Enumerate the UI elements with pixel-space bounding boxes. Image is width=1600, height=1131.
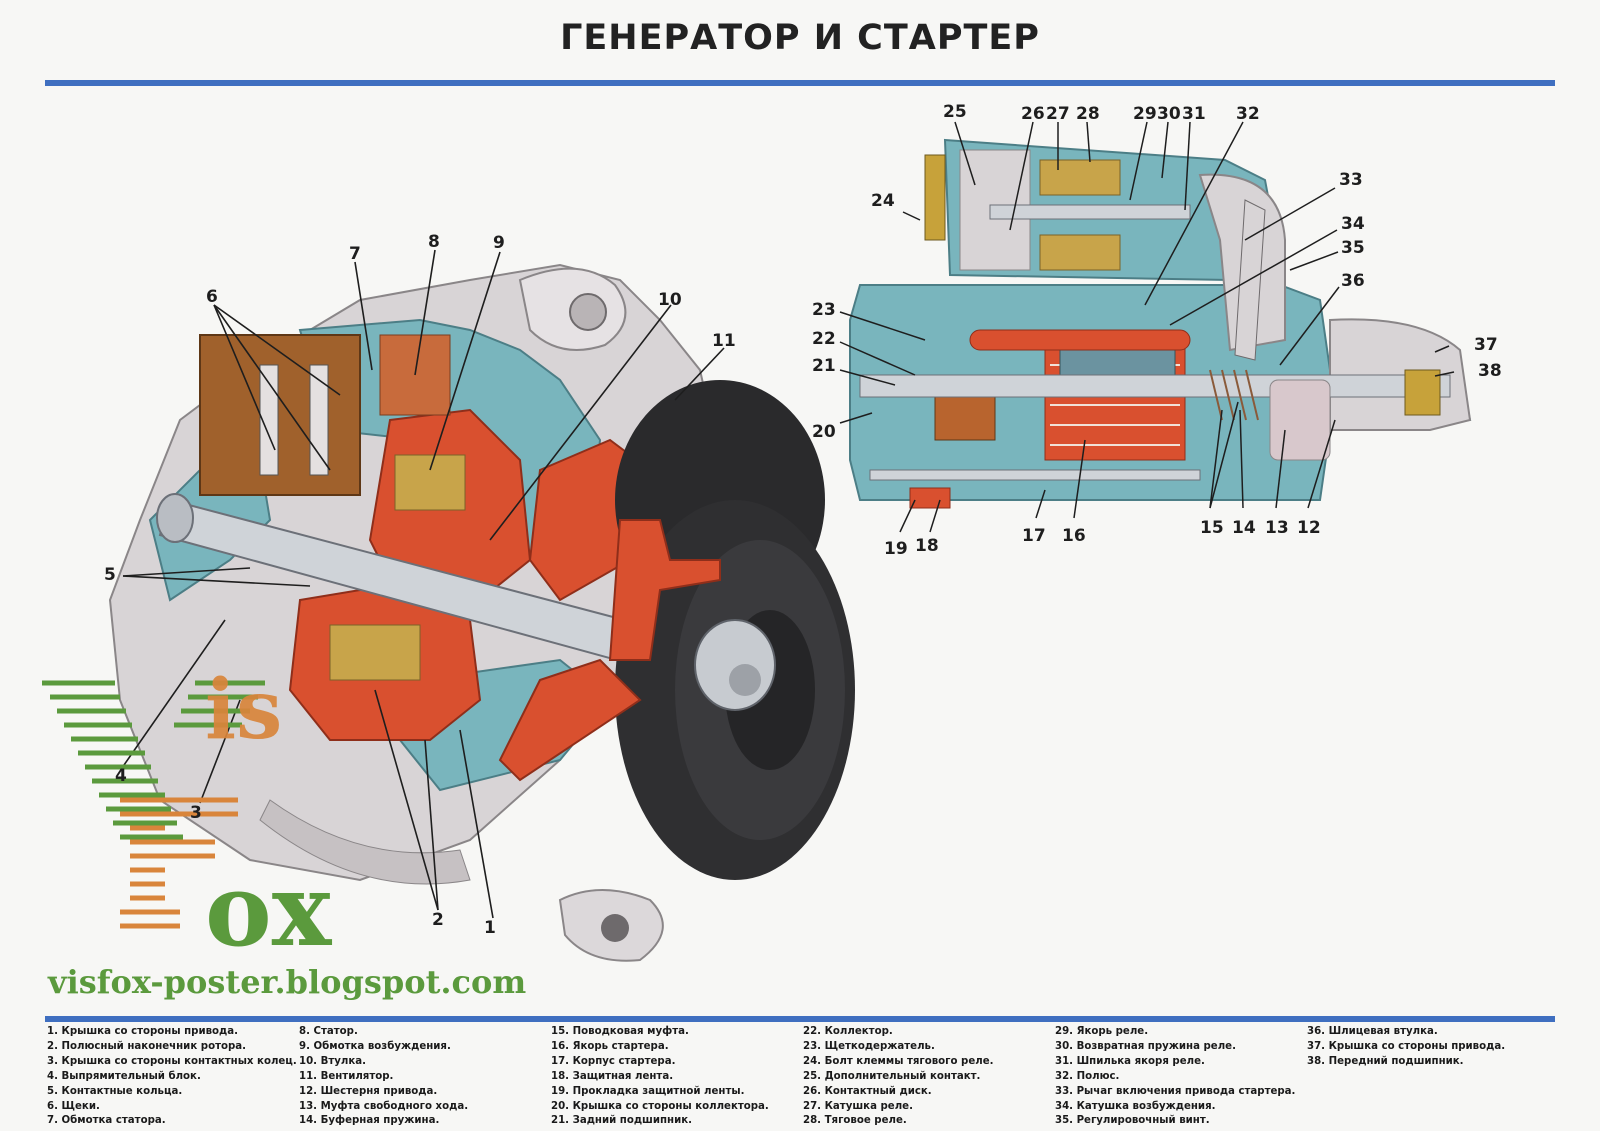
callout-30: 30 [1157, 104, 1181, 124]
callout-36: 36 [1341, 271, 1365, 291]
callout-3: 3 [190, 803, 202, 823]
watermark-logo: is ox [42, 662, 333, 969]
callout-8: 8 [428, 232, 440, 252]
legend-item: 37. Крышка со стороны привода. [1307, 1040, 1506, 1052]
legend-item: 9. Обмотка возбуждения. [299, 1040, 451, 1052]
callout-31: 31 [1182, 104, 1206, 124]
legend-item: 22. Коллектор. [803, 1026, 893, 1037]
callout-28: 28 [1076, 104, 1100, 124]
callout-38: 38 [1478, 361, 1502, 381]
legend-item: 33. Рычаг включения привода стартера. [1055, 1085, 1296, 1097]
legend-item: 8. Статор. [299, 1026, 358, 1037]
generator-illustration [108, 249, 855, 962]
callout-12: 12 [1297, 518, 1321, 538]
legend-item: 14. Буферная пружина. [299, 1115, 440, 1127]
legend-item: 31. Шпилька якоря реле. [1055, 1055, 1205, 1067]
legend-column: 15. Поводковая муфта. 16. Якорь стартера… [551, 1025, 801, 1129]
callout-33: 33 [1339, 170, 1363, 190]
legend-item: 32. Полюс. [1055, 1070, 1120, 1082]
svg-text:is: is [205, 662, 282, 758]
callout-17: 17 [1022, 526, 1046, 546]
legend-item: 25. Дополнительный контакт. [803, 1070, 981, 1082]
legend-item: 27. Катушка реле. [803, 1100, 913, 1112]
legend-item: 11. Вентилятор. [299, 1070, 394, 1082]
legend-item: 4. Выпрямительный блок. [47, 1070, 201, 1082]
legend-item: 13. Муфта свободного хода. [299, 1100, 469, 1112]
legend-item: 7. Обмотка статора. [47, 1115, 166, 1127]
legend-item: 1. Крышка со стороны привода. [47, 1026, 238, 1037]
legend-item: 26. Контактный диск. [803, 1085, 932, 1097]
callout-22: 22 [812, 329, 836, 349]
legend-column: 29. Якорь реле. 30. Возвратная пружина р… [1055, 1025, 1305, 1129]
callout-14: 14 [1232, 518, 1256, 538]
poster-title: ГЕНЕРАТОР И СТАРТЕР [560, 18, 1040, 58]
callout-20: 20 [812, 422, 836, 442]
legend-item: 6. Щеки. [47, 1100, 100, 1112]
legend-item: 20. Крышка со стороны коллектора. [551, 1100, 769, 1112]
legend-item: 16. Якорь стартера. [551, 1040, 669, 1052]
callout-19: 19 [884, 539, 908, 559]
legend-item: 24. Болт клеммы тягового реле. [803, 1055, 994, 1067]
svg-text:ox: ox [205, 851, 333, 969]
bottom-divider [45, 1016, 1555, 1022]
callout-16: 16 [1062, 526, 1086, 546]
callout-15: 15 [1200, 518, 1224, 538]
legend-column: 36. Шлицевая втулка. 37. Крышка со сторо… [1307, 1025, 1557, 1070]
legend-item: 10. Втулка. [299, 1055, 367, 1067]
callout-29: 29 [1133, 104, 1157, 124]
callout-18: 18 [915, 536, 939, 556]
callout-27: 27 [1046, 104, 1070, 124]
legend-item: 15. Поводковая муфта. [551, 1026, 689, 1037]
callout-9: 9 [493, 233, 505, 253]
watermark-url: visfox-poster.blogspot.com [48, 963, 527, 1001]
legend-column: 8. Статор. 9. Обмотка возбуждения. 10. В… [299, 1025, 549, 1129]
callout-13: 13 [1265, 518, 1289, 538]
legend-item: 35. Регулировочный винт. [1055, 1115, 1210, 1127]
top-divider [45, 80, 1555, 86]
legend-item: 21. Задний подшипник. [551, 1115, 693, 1127]
callout-10: 10 [658, 290, 682, 310]
callout-7: 7 [349, 244, 361, 264]
legend-item: 30. Возвратная пружина реле. [1055, 1040, 1236, 1052]
legend-item: 38. Передний подшипник. [1307, 1055, 1464, 1067]
legend-item: 36. Шлицевая втулка. [1307, 1026, 1438, 1037]
callout-23: 23 [812, 300, 836, 320]
callout-34: 34 [1341, 214, 1365, 234]
callout-1: 1 [484, 918, 496, 938]
callout-24: 24 [871, 191, 895, 211]
callout-5: 5 [104, 565, 116, 585]
legend-item: 28. Тяговое реле. [803, 1115, 907, 1127]
legend-item: 5. Контактные кольца. [47, 1085, 183, 1097]
parts-legend: 1. Крышка со стороны привода. 2. Полюсны… [47, 1025, 1567, 1129]
callout-4: 4 [115, 766, 127, 786]
legend-item: 12. Шестерня привода. [299, 1085, 438, 1097]
callout-32: 32 [1236, 104, 1260, 124]
legend-item: 3. Крышка со стороны контактных колец. [47, 1055, 297, 1067]
callout-2: 2 [432, 910, 444, 930]
legend-column: 1. Крышка со стороны привода. 2. Полюсны… [47, 1025, 297, 1129]
callout-26: 26 [1021, 104, 1045, 124]
legend-item: 17. Корпус стартера. [551, 1055, 676, 1067]
legend-column: 22. Коллектор. 23. Щеткодержатель. 24. Б… [803, 1025, 1053, 1129]
legend-item: 34. Катушка возбуждения. [1055, 1100, 1216, 1112]
legend-item: 2. Полюсный наконечник ротора. [47, 1040, 247, 1052]
callout-11: 11 [712, 331, 736, 351]
legend-item: 19. Прокладка защитной ленты. [551, 1085, 745, 1097]
legend-item: 18. Защитная лента. [551, 1070, 674, 1082]
callout-6: 6 [206, 287, 218, 307]
callout-21: 21 [812, 356, 836, 376]
callout-35: 35 [1341, 238, 1365, 258]
starter-illustration [839, 121, 1472, 533]
callout-25: 25 [943, 102, 967, 122]
callout-37: 37 [1474, 335, 1498, 355]
legend-item: 23. Щеткодержатель. [803, 1040, 935, 1052]
legend-item: 29. Якорь реле. [1055, 1026, 1149, 1037]
